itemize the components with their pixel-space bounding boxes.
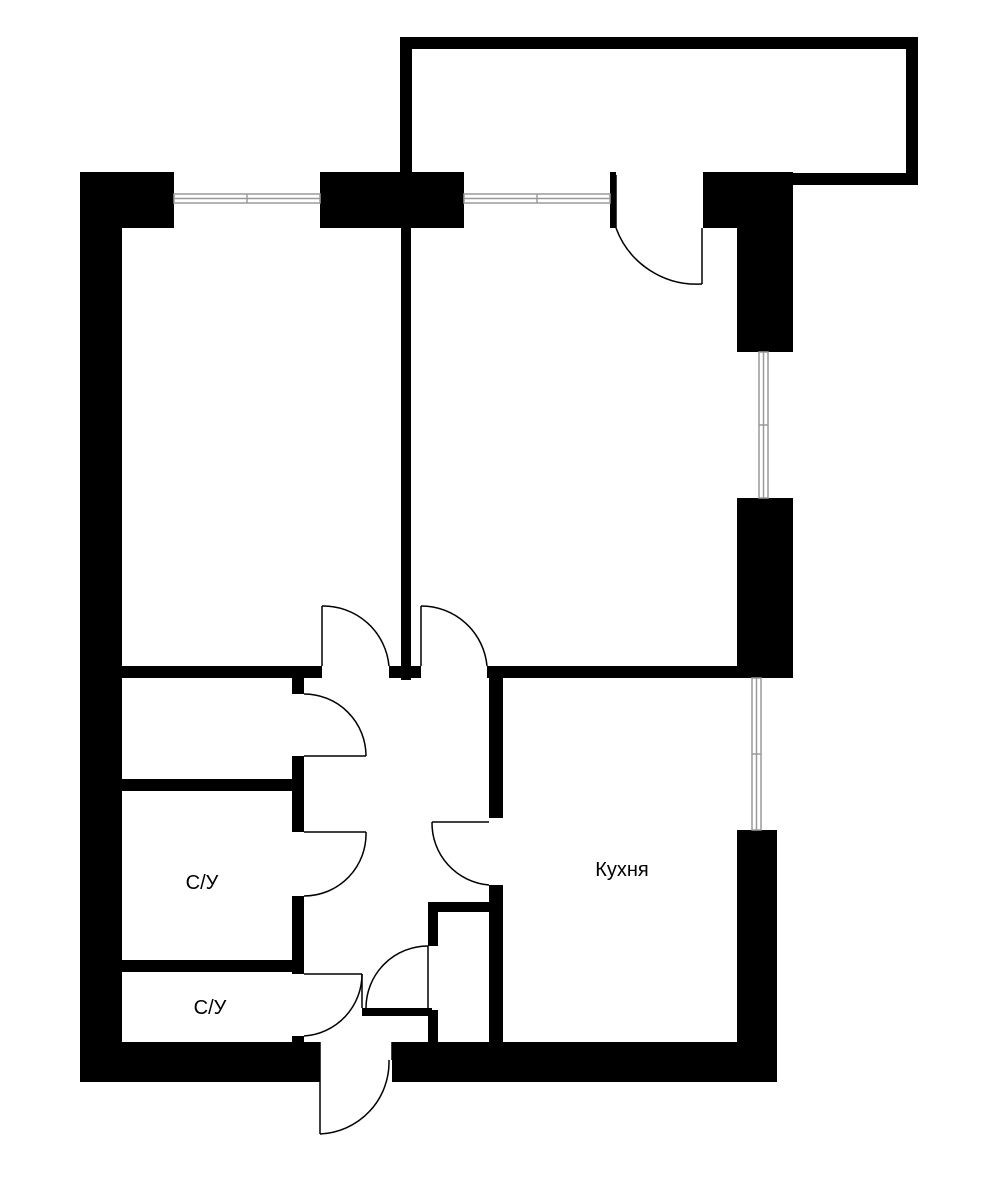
wall-corridor-left-2: [292, 756, 304, 832]
wall-corridor-left-4: [292, 1036, 304, 1046]
window-top-left: [173, 193, 321, 204]
door-kitchen: [431, 821, 490, 886]
balcony-bottom-wall: [703, 173, 918, 185]
wall-storage-left-lower: [428, 1010, 438, 1044]
wall-bottom-right: [392, 1042, 777, 1082]
balcony-right-wall: [906, 37, 918, 185]
wall-left: [80, 172, 122, 1082]
balcony-top-wall: [400, 37, 918, 49]
wall-storage-top: [428, 902, 496, 912]
wall-corridor-left-3: [292, 896, 304, 974]
wall-closet-bottom: [120, 779, 298, 791]
door-room-left: [321, 605, 390, 667]
wall-kitchen-left-upper: [489, 678, 503, 818]
wall-bath1-bottom: [120, 960, 298, 972]
wall-door-jamb: [610, 172, 616, 228]
wall-right-lower: [737, 830, 777, 1082]
window-top-right: [463, 193, 611, 204]
interior-walls: [120, 228, 739, 1046]
room-labels: С/У С/У Кухня: [186, 859, 649, 1019]
wall-under-room-right: [487, 666, 739, 678]
wall-corridor-left-1: [292, 678, 304, 694]
door-room-right: [420, 605, 488, 667]
wall-rooms-partition: [401, 228, 411, 680]
wall-storage-ledge: [362, 1008, 432, 1016]
door-bathroom-1: [303, 831, 367, 897]
label-bathroom-2: С/У: [194, 997, 227, 1019]
label-bathroom-1: С/У: [186, 872, 219, 894]
door-balcony: [615, 175, 703, 285]
door-storage: [365, 945, 429, 1009]
door-entrance: [319, 1042, 393, 1135]
wall-bottom-left: [80, 1042, 320, 1082]
door-closet: [303, 693, 367, 757]
wall-under-room-mid: [389, 666, 421, 678]
wall-storage-left: [428, 902, 438, 946]
wall-right-middle: [737, 498, 793, 678]
door-bathroom-2: [303, 973, 363, 1037]
window-right-room: [758, 351, 769, 499]
wall-kitchen-left-lower: [489, 885, 503, 1045]
label-kitchen: Кухня: [595, 859, 649, 881]
wall-top-middle-pier: [320, 172, 464, 228]
balcony: [400, 37, 918, 185]
doors: [303, 175, 703, 1135]
balcony-left-wall: [400, 37, 412, 177]
wall-right-upper: [737, 172, 793, 352]
windows: [173, 193, 769, 831]
wall-top-left-pier: [80, 172, 174, 228]
wall-under-room-left: [120, 666, 322, 678]
window-kitchen: [751, 677, 762, 831]
